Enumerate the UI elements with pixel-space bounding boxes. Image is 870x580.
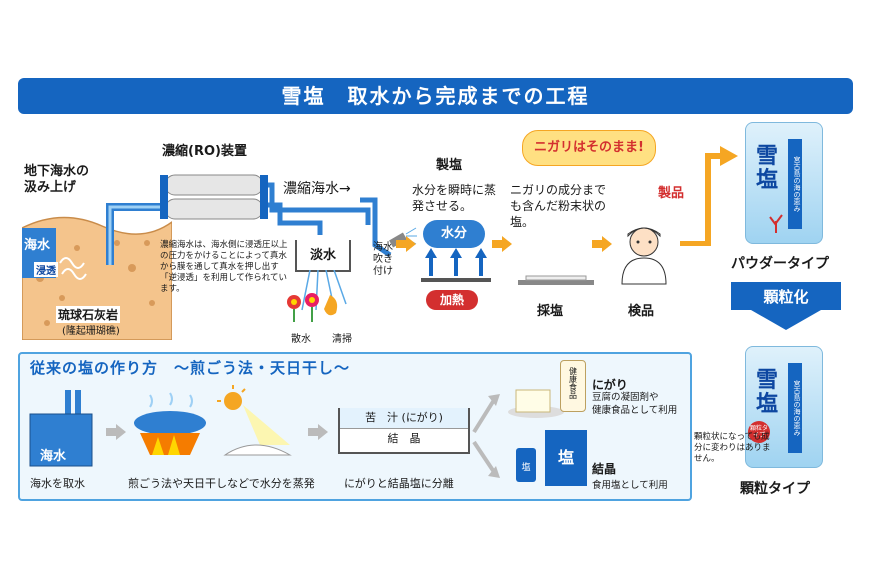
pkg-band-2: 宮古島の海の恵み: [788, 363, 802, 453]
pkg-badge: 顆粒タイプ: [748, 421, 770, 443]
ro-description: 濃縮海水は、海水側に浸透圧以上の圧力をかけることによって真水から膜を通して真水を…: [160, 240, 288, 294]
heat-label: 加熱: [439, 293, 464, 307]
traditional-title: 従来の塩の作り方 ～煎ごう法・天日干し～: [30, 359, 351, 377]
groundwater-label: 地下海水の 汲み上げ: [24, 164, 90, 195]
concentrated-label: 濃縮海水→: [283, 181, 351, 197]
powder-package: 雪塩 宮古島の海の恵み: [745, 122, 823, 244]
health-bottle: 健康食品: [560, 360, 586, 412]
product-label: 製品: [658, 186, 685, 201]
heat-arrows: [421, 248, 491, 282]
freshwater-tank: 淡水: [295, 240, 351, 272]
tank-bottom-label: 結 晶: [387, 432, 421, 445]
inspector-icon: [621, 227, 667, 285]
step1-label: 海水を取水: [30, 477, 85, 490]
heat-badge: 加熱: [426, 290, 478, 310]
coral-icon: [769, 214, 783, 233]
salt-shaker: 塩: [516, 448, 536, 482]
ro-label: 濃縮(RO)装置: [162, 144, 247, 159]
pipe-system: [106, 174, 392, 265]
evaporate-text: 水分を瞬時に蒸発させる。: [412, 183, 497, 213]
page-title: 雪塩 取水から完成までの工程: [18, 78, 853, 114]
saltmaking-label: 製塩: [436, 158, 463, 173]
tofu-icon: [508, 389, 564, 418]
salt-shaker-label: 塩: [521, 463, 531, 473]
separation-tank: 苦 汁 (にがり) 結 晶: [338, 408, 470, 454]
granule-note: 顆粒状になっても成分に変わりはありません。: [694, 432, 771, 464]
boiling-pot-icon: [134, 392, 206, 455]
freshwater-label: 淡水: [309, 248, 336, 263]
traditional-seawater-label: 海水: [40, 449, 67, 464]
granule-type-label: 顆粒タイプ: [740, 481, 810, 497]
pkg-name: 雪塩: [756, 144, 779, 193]
limestone-sub: (隆起珊瑚礁): [62, 326, 120, 337]
nigari-title: にがり: [592, 378, 628, 392]
pkg-band: 宮古島の海の恵み: [788, 139, 802, 229]
powder-type-label: パウダータイプ: [731, 256, 829, 272]
tank-top-label: 苦 汁 (にがり): [340, 408, 468, 429]
salt-bag-label: 塩: [557, 448, 574, 467]
crystal-title: 結晶: [592, 462, 617, 476]
collect-label: 採塩: [537, 304, 564, 319]
step2-label: 煎ごう法や天日干しなどで水分を蒸発: [128, 477, 315, 490]
sprinkle-label: 散水: [291, 334, 311, 345]
arrow-right-icon: [106, 424, 126, 440]
nigari-bubble-text: ニガリはそのまま!: [534, 140, 644, 155]
arrow-right-icon: [592, 236, 612, 252]
granulate-label: 顆粒化: [763, 288, 809, 306]
limestone-label: 琉球石灰岩: [56, 306, 121, 323]
vapor-label: 水分: [440, 226, 467, 241]
cleaning-label: 清掃: [332, 334, 352, 345]
step3-label: にがりと結晶塩に分離: [344, 477, 454, 490]
flowers-icon: [287, 293, 338, 322]
nigari-bubble: ニガリはそのまま!: [522, 130, 656, 166]
arrow-right-icon: [492, 236, 512, 252]
split-arrows: [472, 394, 500, 478]
salt-bag: 塩: [545, 430, 587, 486]
nigari-use: 豆腐の凝固剤や 健康食品として利用: [592, 392, 678, 416]
arrow-right-icon: [308, 424, 328, 440]
sun-drying-icon: [217, 385, 292, 456]
vapor-cloud: 水分: [423, 220, 485, 248]
inspect-label: 検品: [628, 304, 655, 319]
nigari-text: ニガリの成分までも含んだ粉末状の塩。: [510, 183, 607, 229]
granulate-arrow: [731, 282, 841, 330]
spray-label: 海水吹き付け: [373, 242, 393, 277]
crystal-use: 食用塩として利用: [592, 480, 668, 491]
bottle-label: 健康食品: [568, 367, 578, 399]
seawater-tank-icon: [29, 390, 93, 467]
pkg-name-2: 雪塩: [756, 368, 779, 417]
permeation-label: 浸透: [34, 262, 58, 277]
seawater-label: 海水: [24, 238, 51, 253]
salt-tray: [518, 275, 594, 285]
product-arrow: [680, 146, 738, 246]
arrow-right-icon: [396, 236, 416, 252]
granule-package: 雪塩 宮古島の海の恵み 顆粒タイプ: [745, 346, 823, 468]
